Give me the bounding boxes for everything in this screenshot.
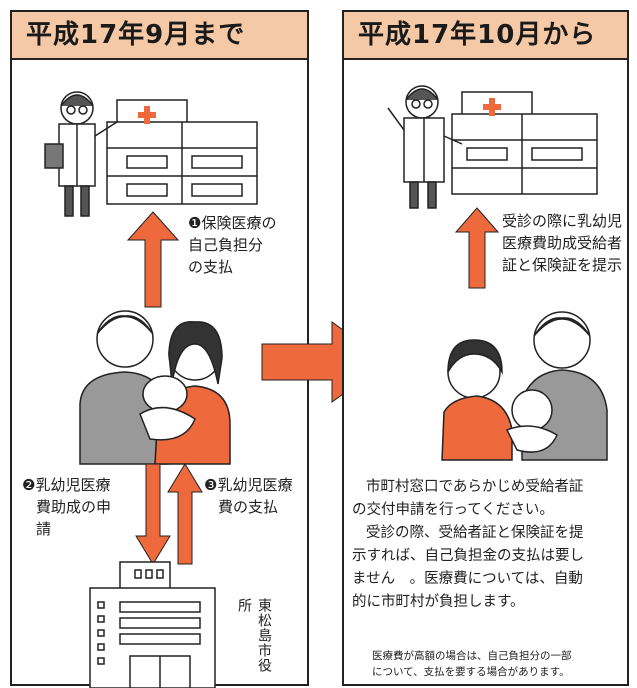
doctor-hospital-illustration [387, 85, 598, 209]
step-line2: 医療費助成受給者 [502, 234, 623, 252]
family-illustration [79, 310, 231, 465]
down-arrow-icon [135, 463, 171, 565]
up-arrow-icon [454, 207, 500, 289]
footnote-line2: について、支払を要する場合があります。 [372, 666, 570, 678]
step3-line2: 費の支払 [218, 498, 279, 516]
step-note: 受診の際に乳幼児 医療費助成受給者 証と保険証を提示 [502, 210, 622, 276]
step3-line1: ❸乳幼児医療 [204, 476, 293, 494]
step3-note: ❸乳幼児医療 費の支払 [204, 474, 292, 518]
paragraph2-line4: 的に市町村が負担します。 [352, 594, 525, 610]
description: 市町村窓口であらかじめ受給者証 の交付申請を行ってください。 受診の際、受給者証… [352, 476, 624, 614]
step-line1: 受診の際に乳幼児 [502, 212, 623, 230]
up-arrow-icon [167, 463, 203, 565]
step2-line1: ❷乳幼児医療 [22, 476, 111, 494]
paragraph1-line1: 市町村窓口であらかじめ受給者証 [366, 479, 584, 495]
doctor-hospital-illustration [44, 91, 258, 217]
step-line3: 証と保険証を提示 [502, 256, 623, 274]
footnote-line1: 医療費が高額の場合は、自己負担分の一部 [372, 650, 572, 662]
paragraph1-line2: の交付申請を行ってください。 [352, 502, 554, 518]
family-illustration [441, 311, 608, 461]
paragraph2-line1: 受診の際、受給者証と保険証を提 [366, 525, 584, 541]
footnote: 医療費が高額の場合は、自己負担分の一部 について、支払を要する場合があります。 [372, 648, 572, 680]
paragraph2-line2: 示すれば、自己負担金の支払は要し [352, 548, 584, 564]
step1-line2: 自己負担分 [188, 236, 264, 254]
panel-title: 平成17年10月から [344, 12, 627, 60]
city-hall-illustration [89, 561, 216, 688]
step2-note: ❷乳幼児医療 費助成の申 請 [22, 474, 111, 540]
step1-line1: ❶保険医療の [188, 214, 277, 232]
step1-note: ❶保険医療の 自己負担分 の支払 [188, 212, 276, 278]
panel-after: 平成17年10月から 受診の際に乳幼児 医療費助成受給者 [342, 10, 629, 686]
step2-line2: 費助成の申 [36, 498, 112, 516]
paragraph2-line3: ません 。医療費については、自動 [352, 571, 583, 587]
panel-before: 平成17年9月まで ❶保 [10, 10, 309, 688]
up-arrow-icon [126, 211, 180, 308]
city-hall-label: 東松島市役所 [236, 598, 272, 673]
step2-line3: 請 [36, 520, 52, 538]
panel-title: 平成17年9月まで [12, 12, 307, 60]
step1-line3: の支払 [188, 258, 234, 276]
